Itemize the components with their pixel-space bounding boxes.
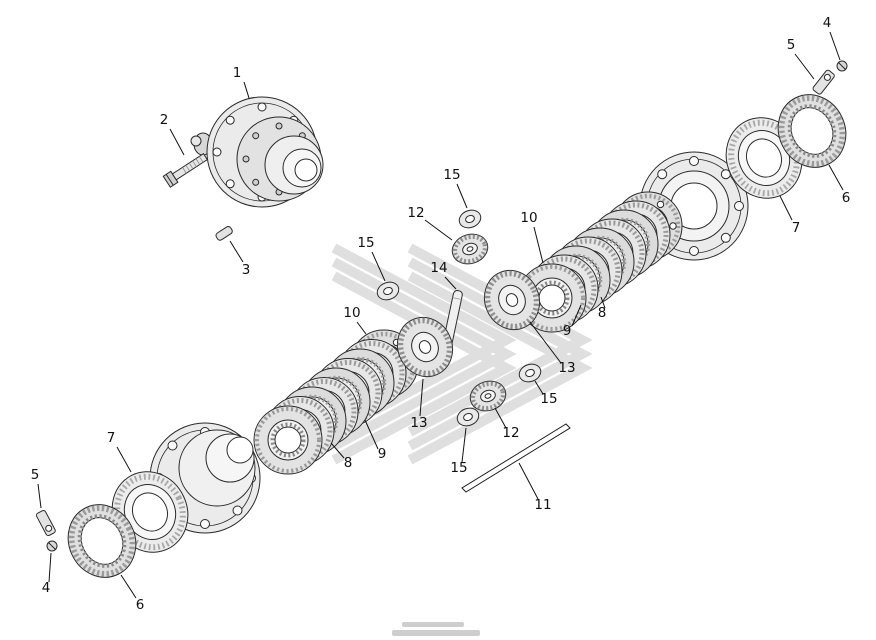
callout-leader-5 [37,483,42,509]
callout-4: 4 [42,580,51,596]
callout-leader-13 [419,378,424,417]
callout-9: 9 [563,323,572,339]
callout-leader-10 [356,321,367,335]
clutch-disc-front-left [252,404,324,476]
callout-2: 2 [160,112,169,128]
callout-7: 7 [792,220,801,236]
callout-13: 13 [410,415,427,431]
callout-leader-12 [424,219,453,241]
shim-strip [461,423,571,493]
callout-12: 12 [407,205,424,221]
screw-left [46,540,58,552]
callout-leader-9 [364,419,379,450]
spider-gear-group [374,206,549,430]
callout-15: 15 [357,235,374,251]
callout-leader-7 [779,195,793,221]
callout-leader-7 [116,446,132,473]
callout-leader-4 [829,31,841,61]
callout-4: 4 [823,15,832,31]
callout-13: 13 [558,360,575,376]
callout-leader-8 [600,296,606,309]
callout-leader-3 [229,240,244,263]
callout-15: 15 [540,391,557,407]
footer-watermark-line-2 [392,630,480,636]
callout-5: 5 [787,37,796,53]
callout-leader-4 [48,552,52,583]
callout-8: 8 [598,305,607,321]
callout-11: 11 [534,497,551,513]
callout-5: 5 [31,467,40,483]
callout-leader-15 [456,183,468,209]
callout-leader-14 [444,276,457,290]
callout-leader-6 [120,574,137,599]
callout-leader-10 [533,226,544,264]
callout-9: 9 [378,446,387,462]
callout-leader-5 [794,53,815,80]
callout-1: 1 [233,65,242,81]
callout-leader-2 [169,128,185,156]
callout-6: 6 [136,597,145,613]
pin [215,226,233,241]
lock-plate-left [35,509,57,537]
callout-8: 8 [344,455,353,471]
pinion-gear-top [448,230,491,269]
callout-14: 14 [430,260,447,276]
screw-right [836,60,848,72]
callout-10: 10 [520,210,537,226]
callout-12: 12 [502,425,519,441]
callout-leader-1 [243,81,250,99]
callout-leader-13 [529,321,562,364]
callout-15: 15 [443,167,460,183]
diff-carrier-assembly [190,96,324,208]
lock-plate-right [811,68,836,96]
bolt [162,153,208,188]
callout-leader-11 [518,462,539,500]
callout-leader-8 [330,442,345,459]
footer-watermark-line-1 [402,622,464,627]
callout-leader-15 [534,380,544,395]
thrust-washer [456,206,484,232]
callout-15: 15 [450,460,467,476]
callout-leader-9 [571,304,582,327]
callout-10: 10 [343,305,360,321]
parts-layer [35,60,858,589]
callout-leader-6 [828,164,844,191]
callout-leader-15 [461,427,467,463]
callout-7: 7 [107,430,116,446]
callout-6: 6 [842,190,851,206]
callout-leader-12 [494,407,507,429]
callout-3: 3 [242,262,251,278]
callout-leader-15 [371,251,386,282]
